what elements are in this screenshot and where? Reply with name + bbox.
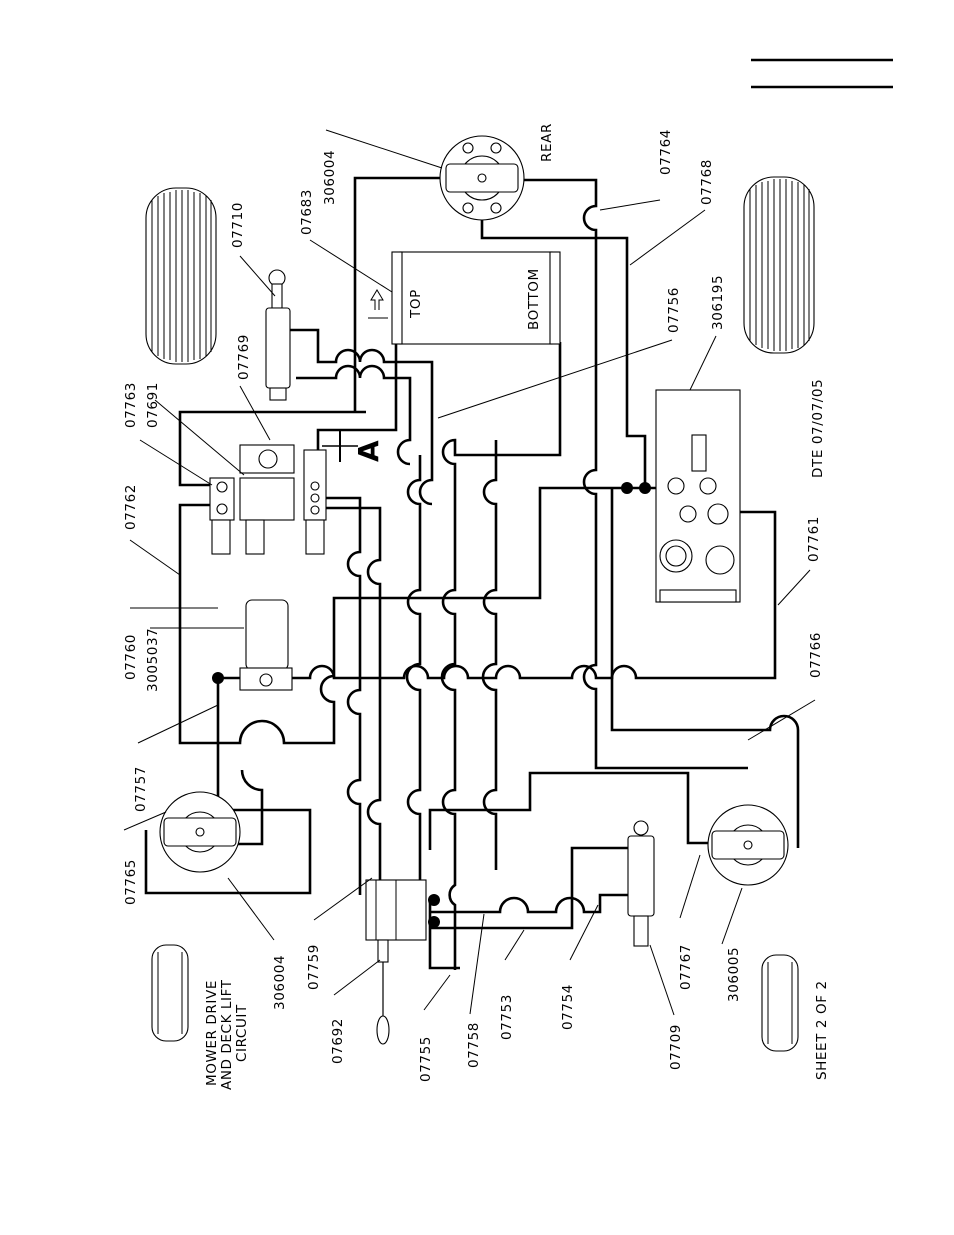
wheel-motor-left bbox=[159, 791, 241, 873]
label-07709: 07709 bbox=[668, 1024, 684, 1070]
label-07691: 07691 bbox=[145, 382, 161, 428]
label-date-code: DTE 07/07/05 bbox=[810, 379, 826, 478]
deck-lift-cylinder bbox=[627, 820, 655, 947]
section-marker-a: A bbox=[352, 440, 385, 462]
label-306195: 306195 bbox=[710, 275, 726, 330]
label-07769: 07769 bbox=[236, 334, 252, 380]
tire-rear-right bbox=[761, 954, 799, 1052]
label-07764: 07764 bbox=[658, 129, 674, 175]
leader-lines bbox=[123, 129, 816, 1016]
sheet-label: SHEET 2 OF 2 bbox=[814, 980, 830, 1080]
label-bottom: BOTTOM bbox=[526, 268, 542, 330]
label-07760: 07760 bbox=[123, 634, 139, 680]
wheel-motor-right bbox=[707, 804, 789, 886]
hydraulic-pump bbox=[239, 599, 293, 691]
title-line-2: AND DECK LIFT bbox=[219, 979, 235, 1090]
oil-cooler bbox=[368, 251, 561, 345]
label-07754: 07754 bbox=[560, 984, 576, 1030]
wheel-motor-rear bbox=[439, 135, 525, 221]
title-line-3: CIRCUIT bbox=[234, 1004, 250, 1062]
label-07710: 07710 bbox=[230, 202, 246, 248]
junction-dots bbox=[212, 482, 651, 928]
title-line-1: MOWER DRIVE bbox=[204, 980, 220, 1086]
label-07759: 07759 bbox=[306, 944, 322, 990]
manifold-block bbox=[209, 449, 327, 555]
inline-filter bbox=[239, 444, 295, 474]
control-panel bbox=[655, 389, 741, 603]
label-07692: 07692 bbox=[330, 1018, 346, 1064]
label-07768: 07768 bbox=[699, 159, 715, 205]
label-07758: 07758 bbox=[466, 1022, 482, 1068]
label-07683: 07683 bbox=[299, 189, 315, 235]
label-07762: 07762 bbox=[123, 484, 139, 530]
tire-rear-left bbox=[151, 944, 189, 1042]
label-306004-rear: 306004 bbox=[322, 150, 338, 205]
label-07761: 07761 bbox=[806, 516, 822, 562]
header-rule bbox=[751, 58, 893, 89]
label-top: TOP bbox=[408, 289, 424, 319]
circuit-title: MOWER DRIVE AND DECK LIFT CIRCUIT bbox=[204, 979, 250, 1090]
label-306004-left: 306004 bbox=[272, 955, 288, 1010]
label-07753: 07753 bbox=[499, 994, 515, 1040]
label-07763: 07763 bbox=[123, 382, 139, 428]
control-valve bbox=[365, 879, 427, 1045]
label-07765: 07765 bbox=[123, 859, 139, 905]
label-07767: 07767 bbox=[678, 944, 694, 990]
label-07766: 07766 bbox=[808, 632, 824, 678]
tire-front-right bbox=[743, 176, 815, 354]
label-07755: 07755 bbox=[418, 1036, 434, 1082]
label-07756: 07756 bbox=[666, 287, 682, 333]
label-07757: 07757 bbox=[133, 766, 149, 812]
tire-front-left bbox=[145, 187, 217, 365]
part-labels: 306004 REAR 07764 07768 07683 07710 TOP … bbox=[123, 123, 826, 1082]
label-3005037: 3005037 bbox=[145, 628, 161, 692]
label-rear: REAR bbox=[539, 123, 555, 162]
label-306005: 306005 bbox=[726, 947, 742, 1002]
steering-cylinder bbox=[265, 269, 291, 401]
